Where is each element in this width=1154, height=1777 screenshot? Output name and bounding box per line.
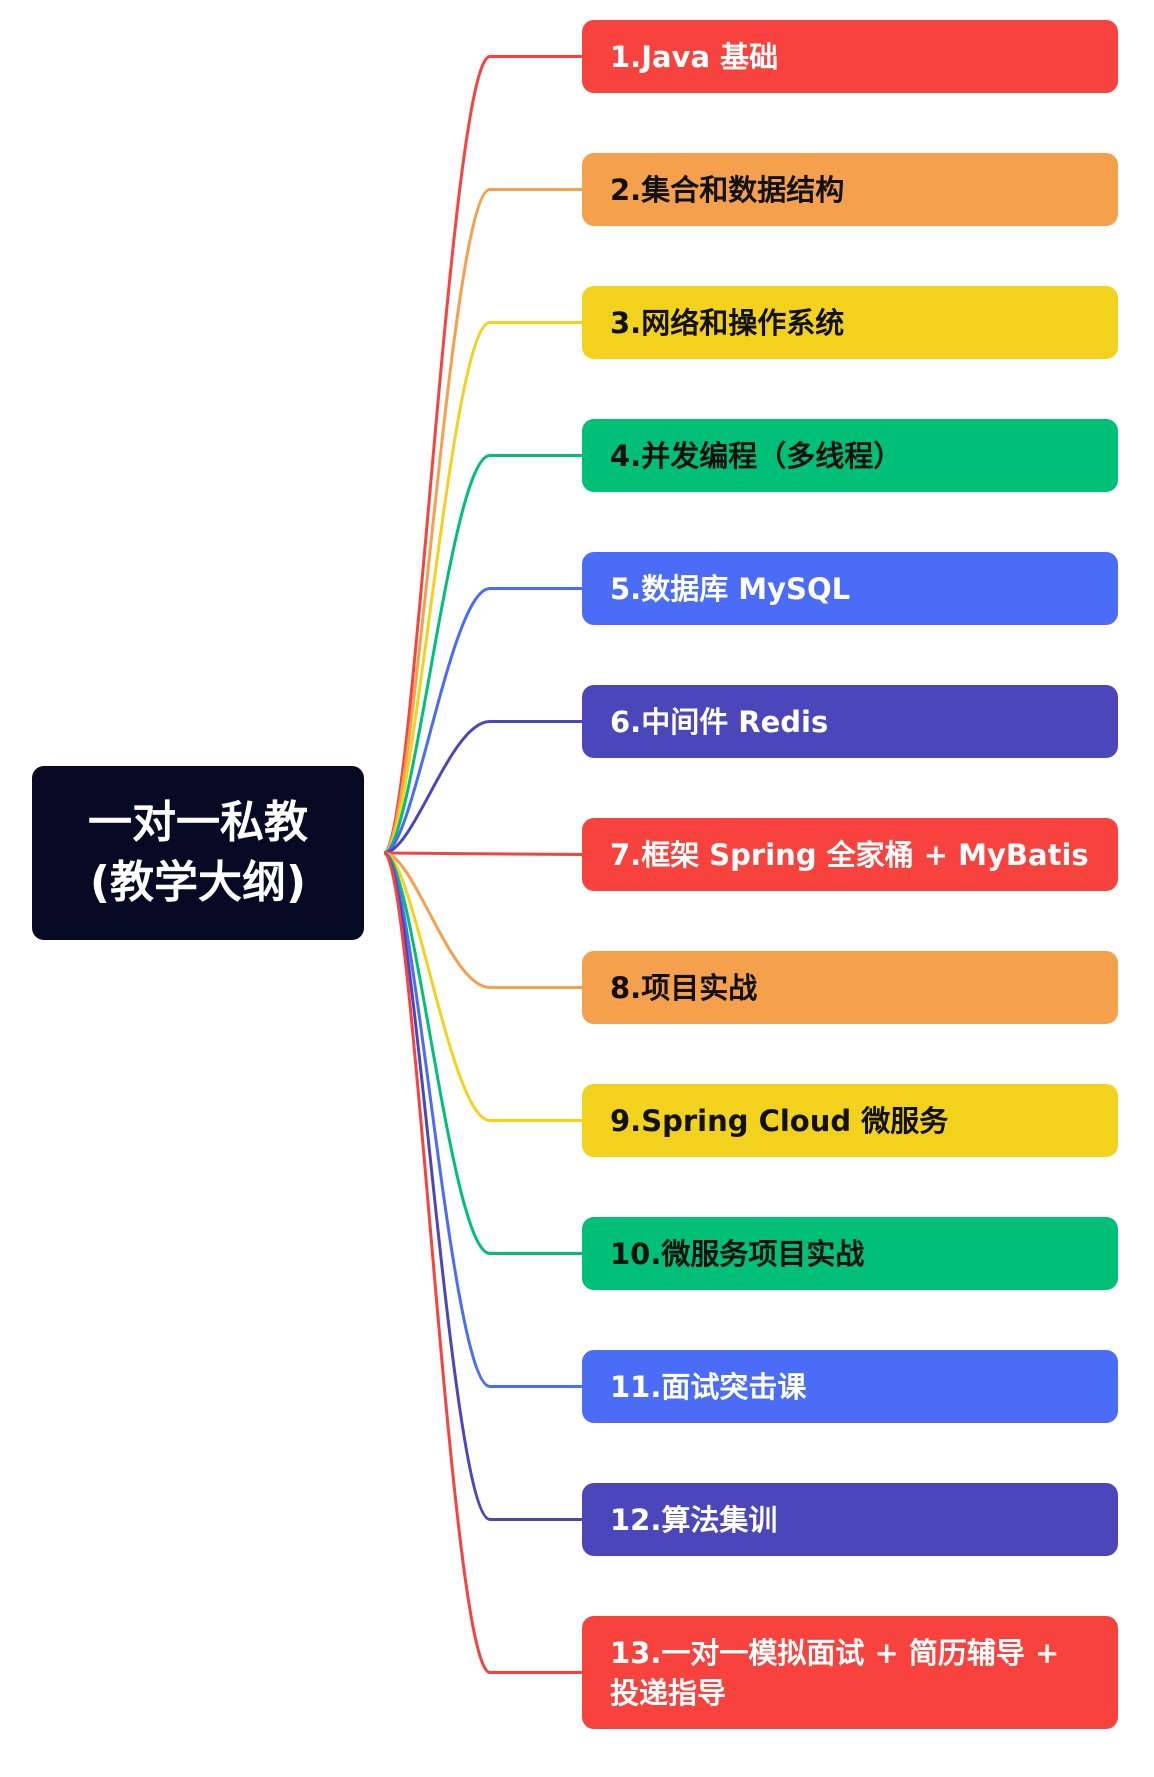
connector-line-7 [383, 851, 583, 856]
root-node[interactable]: 一对一私教 (教学大纲) [32, 766, 364, 940]
connector-line-1 [382, 55, 582, 855]
connector-line-5 [383, 587, 582, 855]
branch-node-2[interactable]: 2.集合和数据结构 [582, 153, 1118, 226]
branch-node-8[interactable]: 8.项目实战 [582, 951, 1118, 1024]
connector-line-2 [382, 188, 582, 855]
branch-node-10[interactable]: 10.微服务项目实战 [582, 1217, 1118, 1290]
branch-node-12[interactable]: 12.算法集训 [582, 1483, 1118, 1556]
connector-line-9 [383, 851, 582, 1122]
branch-node-7[interactable]: 7.框架 Spring 全家桶 + MyBatis [582, 818, 1118, 891]
branch-node-13[interactable]: 13.一对一模拟面试 + 简历辅导 + 投递指导 [582, 1616, 1118, 1729]
branch-node-3[interactable]: 3.网络和操作系统 [582, 286, 1118, 359]
branch-node-9[interactable]: 9.Spring Cloud 微服务 [582, 1084, 1118, 1157]
root-title: 一对一私教 (教学大纲) [88, 797, 308, 908]
branch-node-1[interactable]: 1.Java 基础 [582, 20, 1118, 93]
branch-node-4[interactable]: 4.并发编程（多线程） [582, 419, 1118, 492]
connector-line-4 [383, 454, 582, 855]
connector-line-10 [383, 851, 582, 1255]
branch-node-5[interactable]: 5.数据库 MySQL [582, 552, 1118, 625]
connector-line-3 [383, 321, 582, 855]
connector-line-8 [383, 851, 582, 989]
connector-line-13 [382, 851, 582, 1674]
connector-line-6 [383, 720, 582, 855]
branch-node-6[interactable]: 6.中间件 Redis [582, 685, 1118, 758]
branch-node-11[interactable]: 11.面试突击课 [582, 1350, 1118, 1423]
